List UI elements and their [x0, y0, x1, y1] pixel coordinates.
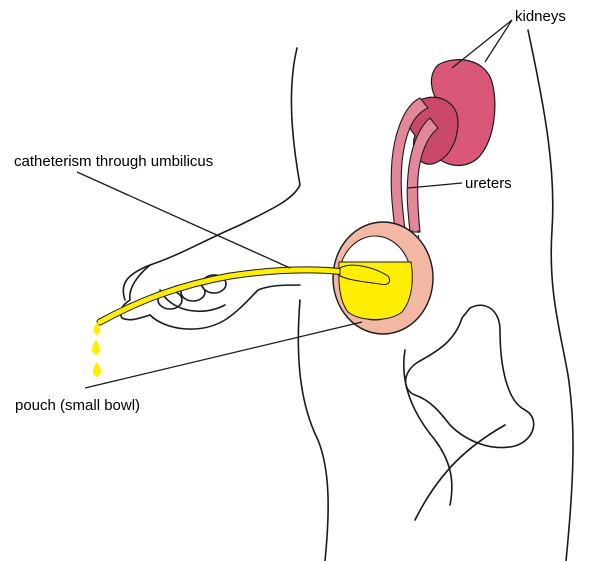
catheterism-leader	[77, 172, 290, 268]
ureters-label: ureters	[465, 176, 512, 191]
pouch-label: pouch (small bowl)	[15, 398, 140, 413]
torso-front-outline	[123, 48, 300, 300]
thigh-line	[415, 425, 505, 520]
kidneys-label: kidneys	[515, 9, 566, 24]
pouch-leader	[85, 322, 362, 388]
kidneys-leader-2	[485, 20, 512, 62]
kidneys-leader-1	[452, 20, 512, 68]
urine-drops	[92, 322, 101, 377]
catheterism-label: catheterism through umbilicus	[14, 154, 213, 169]
torso-lower-outline	[298, 300, 328, 561]
groin-curve	[404, 350, 452, 505]
torso-back-outline	[528, 30, 573, 561]
